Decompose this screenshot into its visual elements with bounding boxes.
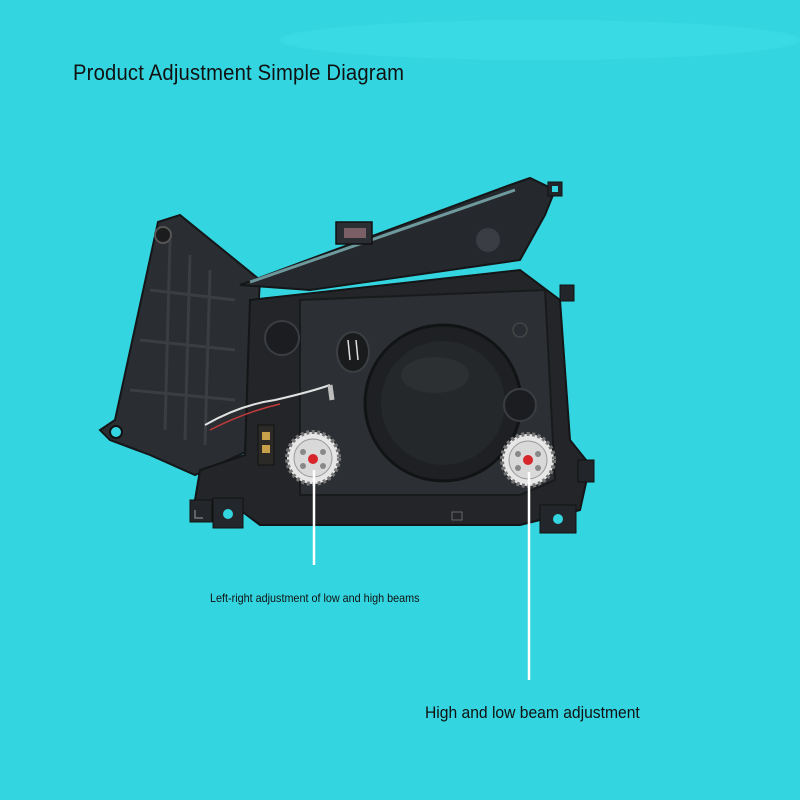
page-title: Product Adjustment Simple Diagram: [73, 60, 405, 85]
left-right-adjustment-label: Left-right adjustment of low and high be…: [210, 591, 420, 605]
high-low-beam-adjustment-label: High and low beam adjustment: [425, 703, 640, 722]
right-gear-center: [523, 455, 533, 465]
left-gear-center: [308, 454, 318, 464]
